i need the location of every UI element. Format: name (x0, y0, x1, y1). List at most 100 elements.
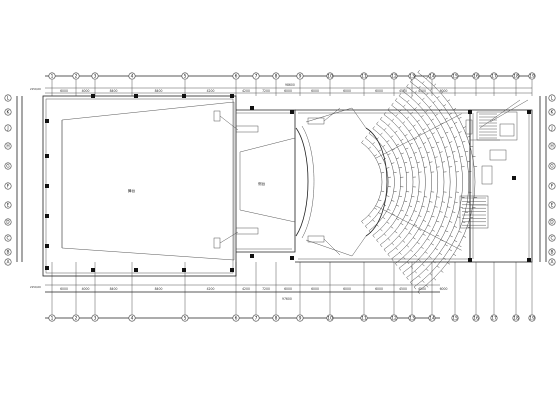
seat (390, 226, 394, 229)
seat (378, 162, 382, 165)
seat (410, 111, 413, 115)
seat (406, 84, 409, 87)
seat (444, 146, 448, 148)
seat-row-10 (395, 100, 439, 264)
seat (403, 256, 406, 260)
seat (396, 218, 400, 221)
seat (391, 242, 395, 246)
seat (440, 270, 444, 273)
top-grid-label-2: 2 (75, 74, 78, 80)
top-dim-4: 4200 (207, 89, 215, 93)
seat (387, 238, 391, 241)
bottom-grid-bubble-11 (360, 314, 368, 322)
seat (454, 136, 457, 138)
top-grid-label-14: 14 (429, 74, 435, 80)
seat (440, 136, 444, 139)
right-grid-bubble-C (548, 234, 556, 242)
seat (380, 228, 383, 232)
seat (425, 251, 428, 254)
lobby-walls (469, 109, 533, 263)
seat-row-12 (402, 91, 451, 273)
top-grid-label-15: 15 (452, 74, 458, 80)
seat (380, 116, 383, 120)
seat (387, 253, 390, 257)
seat (452, 151, 456, 153)
top-grid-bubble-10 (326, 72, 334, 80)
bottom-grid-bubble-1 (48, 314, 56, 322)
seat (402, 240, 406, 243)
seat (449, 141, 453, 143)
seat (414, 107, 417, 110)
column-8 (134, 94, 138, 98)
seat (395, 263, 398, 266)
seat (432, 229, 435, 232)
side-stage-trapezoid (239, 137, 296, 223)
top-grid-label-12: 12 (391, 74, 397, 80)
seat (382, 217, 386, 220)
top-grid-bubble-16 (472, 72, 480, 80)
seat (392, 148, 395, 151)
bottom-grid-bubble-5 (181, 314, 189, 322)
column-18 (468, 110, 472, 114)
seat (453, 254, 457, 256)
seat (402, 121, 406, 124)
top-dim-5: 4200 (242, 89, 250, 93)
bottom-grid-bubble-9 (296, 314, 304, 322)
bottom-dim-8: 6000 (311, 287, 319, 291)
seat (444, 216, 448, 218)
left-grid-bubble-B (4, 248, 12, 256)
column-5 (45, 266, 49, 270)
bottom-dimension-system: 2150,00 97600 (30, 284, 440, 319)
seat (422, 81, 425, 84)
top-dim-2: 8400 (110, 89, 118, 93)
seat (414, 254, 417, 257)
top-grid-bubble-3 (91, 72, 99, 80)
bottom-dim-5: 4200 (242, 287, 250, 291)
seat (427, 224, 431, 227)
right-grid-label-D: D (550, 220, 554, 226)
seat (454, 201, 458, 203)
column-4 (45, 244, 49, 248)
seat (445, 131, 449, 134)
seat (374, 154, 377, 157)
left-grid-bubble-E (4, 201, 12, 209)
seat (414, 224, 418, 226)
top-dim-7: 6000 (284, 89, 292, 93)
seat (387, 153, 391, 156)
seat (467, 201, 471, 203)
top-grid-label-8: 8 (275, 74, 278, 80)
seat (436, 265, 440, 268)
side-dimension-lines (16, 96, 547, 262)
seat (406, 116, 410, 119)
seat (458, 131, 462, 133)
top-grid-bubble-1 (48, 72, 56, 80)
left-grid-bubble-H (4, 142, 12, 150)
seat (423, 142, 427, 144)
top-grid-label-1: 1 (51, 74, 54, 80)
right-grid-bubble-B (548, 248, 556, 256)
left-grid-bubble-L (4, 94, 12, 102)
seat (447, 262, 451, 265)
seat (454, 226, 457, 228)
seat (383, 204, 386, 206)
seat (472, 206, 476, 208)
right-grid-bubble-A (548, 258, 556, 266)
seat (378, 199, 382, 202)
top-dim-13: 6000 (440, 89, 448, 93)
seat (383, 158, 386, 160)
top-grid-label-16: 16 (473, 74, 479, 80)
seat (400, 152, 404, 155)
column-0 (45, 119, 49, 123)
seat (436, 141, 440, 144)
seat (467, 226, 471, 228)
seat (439, 109, 443, 112)
bottom-dim-2: 8400 (110, 287, 118, 291)
seat (470, 216, 474, 219)
right-grid-bubble-J (548, 124, 556, 132)
seat (396, 143, 400, 146)
seat (418, 229, 422, 231)
seat (365, 135, 368, 139)
